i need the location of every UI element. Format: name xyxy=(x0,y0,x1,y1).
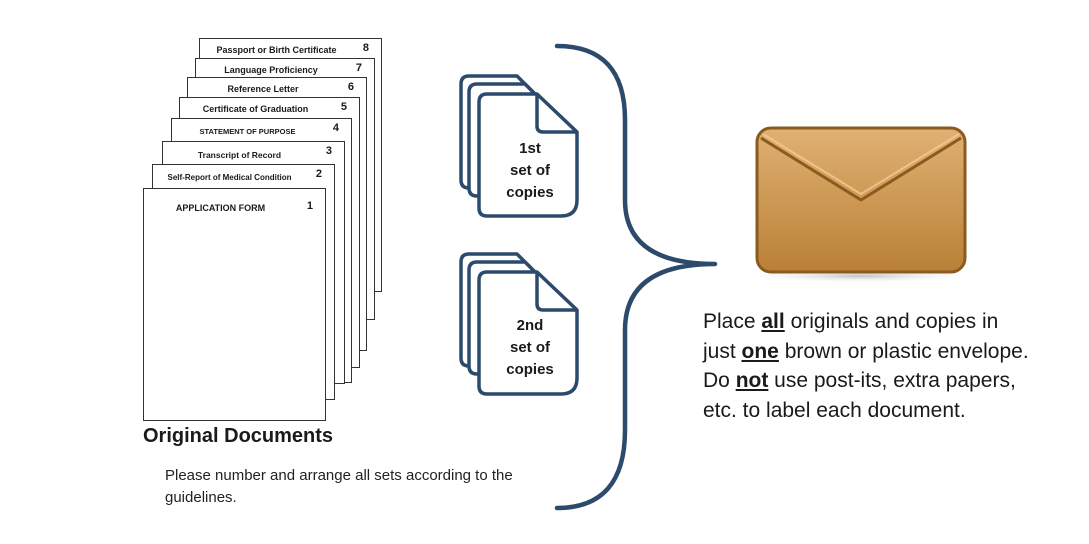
arrangement-note: Please number and arrange all sets accor… xyxy=(165,467,513,506)
copy-line: set of xyxy=(509,162,550,179)
document-sheet-1: APPLICATION FORM 1 xyxy=(143,188,326,421)
copy-set-1-label: 1st set of copies xyxy=(490,138,570,204)
document-label: Language Proficiency xyxy=(224,65,318,75)
copy-line: copies xyxy=(506,361,554,378)
document-number: 7 xyxy=(355,62,362,74)
originals-title: Original Documents xyxy=(143,425,334,447)
document-label: Certificate of Graduation xyxy=(202,104,309,114)
document-number: 3 xyxy=(325,145,332,157)
copy-set-2-label: 2nd set of copies xyxy=(490,315,570,381)
document-number: 6 xyxy=(347,81,354,93)
instruction-emphasis: not xyxy=(735,369,769,392)
instruction-text: brown or plastic envelope. Do xyxy=(703,339,1029,393)
document-label: Transcript of Record xyxy=(197,150,282,160)
instruction-text: originals and copies in just xyxy=(703,310,999,363)
copies-icons xyxy=(459,74,579,396)
document-label: Reference Letter xyxy=(227,84,299,94)
original-documents-stack: Passport or Birth Certificate 8 Language… xyxy=(0,0,400,430)
copy-set-1-icon xyxy=(459,74,579,218)
document-number: 8 xyxy=(362,42,369,54)
envelope-instructions: Place all originals and copies in just o… xyxy=(703,307,1033,425)
instruction-emphasis: all xyxy=(761,310,785,333)
copy-line: 2nd xyxy=(516,317,544,334)
copy-line: 1st xyxy=(519,140,541,157)
document-label: STATEMENT OF PURPOSE xyxy=(199,127,296,136)
instruction-text: Place xyxy=(703,310,762,333)
document-number: 5 xyxy=(340,101,347,113)
document-label: APPLICATION FORM xyxy=(175,203,266,213)
grouping-brace xyxy=(554,43,718,511)
document-number: 2 xyxy=(315,168,322,180)
document-label: Passport or Birth Certificate xyxy=(216,45,337,55)
document-number: 4 xyxy=(332,122,339,134)
copy-set-2-icon xyxy=(459,252,579,396)
instruction-emphasis: one xyxy=(741,339,779,363)
envelope-icon xyxy=(735,126,985,283)
document-label: Self-Report of Medical Condition xyxy=(167,173,292,182)
instruction-text: use post-its, extra papers, etc. to labe… xyxy=(703,369,1016,422)
copy-line: copies xyxy=(506,184,554,201)
copy-line: set of xyxy=(509,339,550,356)
document-number: 1 xyxy=(306,200,313,212)
